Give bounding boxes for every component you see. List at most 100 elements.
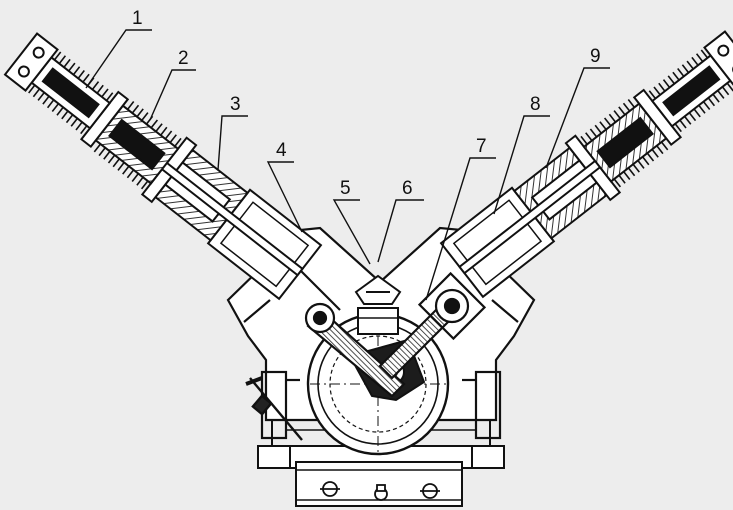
- cooling-fin: [603, 117, 612, 127]
- cooling-fin: [681, 64, 690, 74]
- right-cylinder: [439, 30, 733, 299]
- leader-2: [149, 69, 196, 121]
- cooling-fin: [136, 108, 144, 118]
- cooling-fin: [599, 121, 607, 130]
- callout-9: 9: [590, 46, 601, 67]
- cooling-fin: [136, 176, 144, 186]
- side-lever: [245, 376, 303, 441]
- cooling-fin: [91, 81, 100, 90]
- cooling-fin: [608, 113, 617, 123]
- cooling-fin: [594, 124, 602, 134]
- valve-top-center: [354, 274, 402, 305]
- leader-8: [493, 115, 550, 215]
- cooling-fin: [98, 147, 106, 157]
- cooling-fin: [622, 102, 631, 112]
- cooling-fin: [627, 99, 636, 108]
- callout-8: 8: [530, 94, 541, 115]
- cooling-fin: [651, 148, 659, 158]
- cooling-fin: [695, 53, 704, 63]
- cooling-fin: [131, 173, 139, 182]
- cooling-fin: [648, 90, 657, 100]
- base-foot: [257, 419, 505, 507]
- cooling-fin: [164, 130, 173, 140]
- cooling-fin: [65, 114, 74, 124]
- leader-5: [332, 199, 371, 265]
- cooling-fin: [70, 117, 79, 127]
- cooling-fin: [42, 95, 50, 105]
- cooling-fin: [37, 92, 45, 101]
- cooling-fin: [618, 174, 626, 184]
- cooling-fin: [658, 82, 666, 92]
- cooling-fin: [46, 99, 55, 109]
- leader-7: [425, 157, 496, 301]
- cooling-fin: [61, 110, 69, 120]
- cooling-fin: [140, 180, 149, 190]
- cooling-fin: [726, 82, 733, 92]
- cooling-fin: [677, 68, 685, 77]
- cooling-fin: [169, 134, 177, 144]
- cooling-fin: [580, 135, 588, 145]
- cooling-fin: [589, 128, 598, 138]
- callout-4: 4: [276, 140, 287, 161]
- cooling-fin: [693, 108, 701, 118]
- cooling-fin: [700, 49, 709, 59]
- cooling-fin: [105, 92, 114, 102]
- cooling-fin: [80, 125, 88, 135]
- cooling-fin: [82, 73, 90, 83]
- cooling-fin: [107, 154, 116, 164]
- cooling-fin: [641, 156, 650, 166]
- callout-2: 2: [178, 48, 189, 69]
- cooling-fin: [126, 101, 135, 110]
- cooling-fin: [707, 97, 716, 107]
- cooling-fin: [646, 152, 655, 162]
- cooling-fin: [72, 66, 81, 76]
- cooling-fin: [117, 162, 125, 171]
- cooling-fin: [56, 106, 64, 116]
- cooling-fin: [698, 104, 706, 114]
- leader-6: [377, 199, 424, 263]
- cooling-fin: [160, 126, 168, 136]
- leader-4: [266, 161, 303, 233]
- cooling-fin: [53, 51, 62, 61]
- cooling-fin: [712, 93, 720, 103]
- right-cooling-fins: [580, 49, 733, 188]
- cooling-fin: [627, 167, 636, 177]
- cooling-fin: [688, 112, 697, 122]
- cooling-fin: [613, 178, 622, 188]
- cooling-fin: [141, 112, 149, 121]
- cooling-fin: [686, 60, 694, 70]
- cooling-fin: [75, 121, 83, 131]
- cooling-fin: [28, 84, 36, 94]
- left-cooling-fins: [28, 51, 182, 190]
- cooling-fin: [150, 119, 159, 129]
- right-connecting-rod: [378, 271, 487, 380]
- cooling-fin: [656, 145, 664, 155]
- cooling-fin: [131, 104, 140, 114]
- cooling-fin: [585, 132, 593, 142]
- cooling-fin: [51, 103, 60, 112]
- base-bolts: [320, 481, 440, 501]
- callout-5: 5: [340, 178, 351, 199]
- cooling-fin: [672, 71, 680, 81]
- cooling-fin: [122, 165, 130, 175]
- callout-1: 1: [132, 8, 143, 29]
- cooling-fin: [93, 143, 102, 153]
- callout-3: 3: [230, 94, 241, 115]
- cooling-fin: [660, 141, 669, 151]
- leader-lines: [85, 29, 610, 301]
- callout-6: 6: [402, 178, 413, 199]
- cooling-fin: [717, 90, 725, 99]
- left-cylinder: [3, 32, 323, 301]
- cooling-fin: [721, 86, 730, 96]
- cooling-fin: [58, 55, 67, 65]
- cooling-fin: [126, 169, 135, 179]
- cooling-fin: [174, 137, 182, 147]
- cooling-fin: [674, 123, 682, 133]
- cooling-fin: [155, 123, 163, 132]
- cooling-fin: [77, 70, 85, 79]
- cooling-fin: [667, 75, 676, 85]
- cooling-fin: [68, 62, 76, 72]
- cooling-fin: [613, 110, 621, 119]
- cooling-fin: [637, 160, 645, 169]
- cooling-fin: [101, 88, 109, 98]
